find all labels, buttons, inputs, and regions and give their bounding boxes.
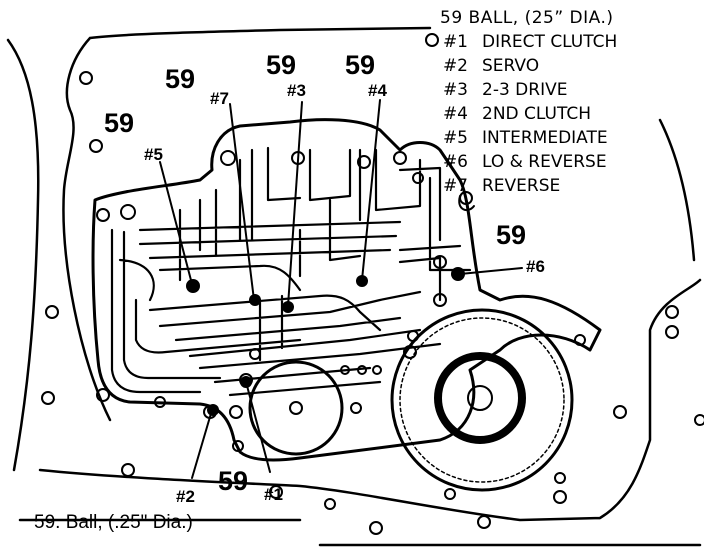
servo-disc <box>239 360 344 456</box>
callout-59-7: 59 <box>165 64 195 94</box>
legend-label: 2ND CLUTCH <box>482 104 592 124</box>
case-outline <box>6 26 702 547</box>
legend-num: #7 <box>442 176 468 196</box>
callout-num-4: #4 <box>368 81 387 100</box>
legend-num: #4 <box>442 104 468 124</box>
checkball-6 <box>451 267 465 281</box>
legend-label: INTERMEDIATE <box>482 128 608 148</box>
legend-item-6: #6 LO & REVERSE <box>440 150 702 174</box>
callout-num-5: #5 <box>144 145 163 164</box>
checkball-1 <box>240 376 252 388</box>
legend-title: 59 BALL, (25” DIA.) <box>440 8 614 28</box>
case-holes <box>41 33 704 535</box>
legend-item-4: #4 2ND CLUTCH <box>440 102 702 126</box>
pump-disc <box>390 308 586 500</box>
callout-num-6: #6 <box>526 257 545 276</box>
fluid-passages <box>110 146 472 397</box>
leader-lines <box>159 99 523 479</box>
figure-caption: 59. Ball, (.25" Dia.) <box>34 512 193 533</box>
callout-59-5: 59 <box>104 108 134 138</box>
callout-num-2: #2 <box>176 487 195 506</box>
callout-num-7: #7 <box>210 89 229 108</box>
checkballs <box>186 267 465 416</box>
legend-item-1: #1 DIRECT CLUTCH <box>440 30 702 54</box>
legend-label: SERVO <box>482 56 540 76</box>
valve-body-plate <box>91 118 602 462</box>
legend-label: DIRECT CLUTCH <box>482 32 618 52</box>
checkball-7 <box>249 294 261 306</box>
legend-num: #3 <box>442 80 468 100</box>
legend-label: LO & REVERSE <box>482 152 607 172</box>
checkball-3 <box>282 301 294 313</box>
callout-59-6: 59 <box>496 220 526 250</box>
callout-59-1-2: 59 <box>218 466 248 496</box>
callout-num-1: #1 <box>264 485 283 504</box>
legend-num: #5 <box>442 128 468 148</box>
callout-59-4: 59 <box>345 50 375 80</box>
arrow-mark <box>458 195 475 212</box>
legend-item-7: #7 REVERSE <box>440 174 702 198</box>
legend-item-2: #2 SERVO <box>440 54 702 78</box>
legend-num: #2 <box>442 56 468 76</box>
checkball-4 <box>356 275 368 287</box>
callout-59-3: 59 <box>266 50 296 80</box>
legend-num: #1 <box>442 32 468 52</box>
callout-num-3: #3 <box>287 81 306 100</box>
ball-legend: 59 BALL, (25” DIA.) #1 DIRECT CLUTCH #2 SE… <box>440 6 702 198</box>
checkball-2 <box>207 404 219 416</box>
legend-label: 2-3 DRIVE <box>482 80 568 100</box>
legend-item-3: #3 2-3 DRIVE <box>440 78 702 102</box>
legend-num: #6 <box>442 152 468 172</box>
legend-label: REVERSE <box>482 176 561 196</box>
legend-item-5: #5 INTERMEDIATE <box>440 126 702 150</box>
checkball-5 <box>186 279 200 293</box>
